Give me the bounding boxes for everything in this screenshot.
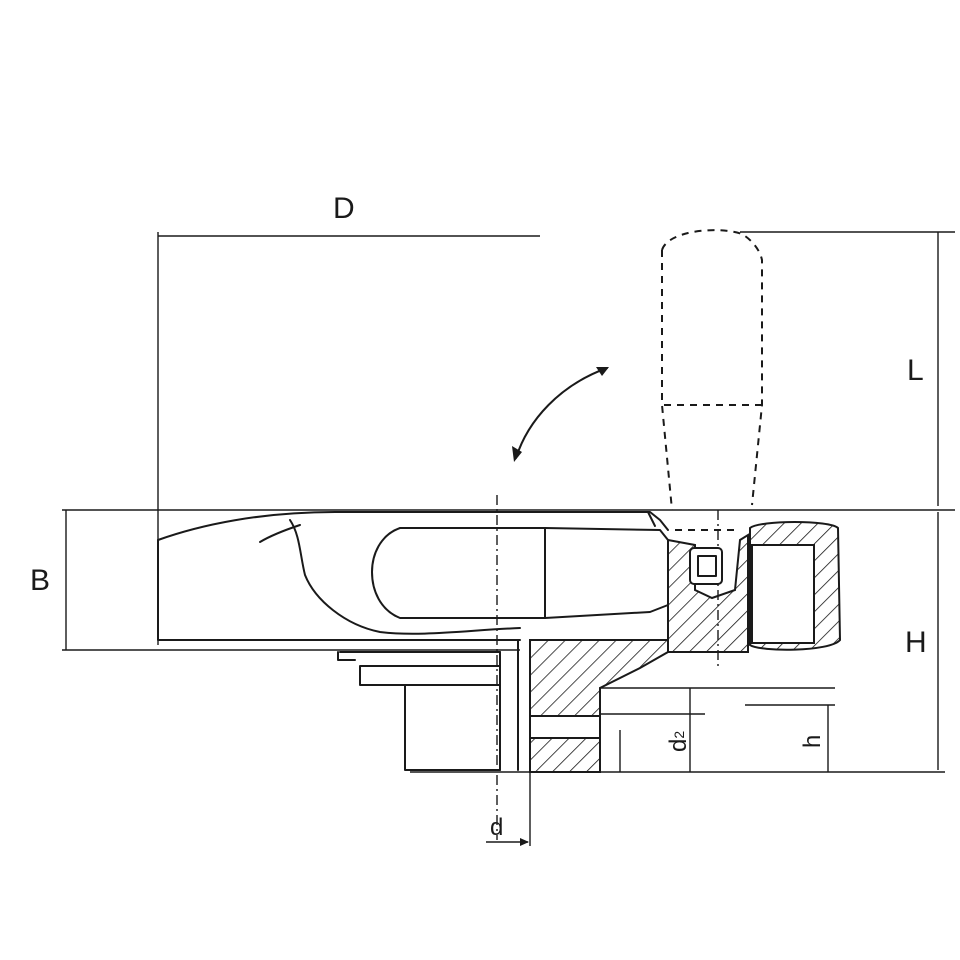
label-d2: d2 (665, 731, 692, 752)
rim-section (749, 521, 842, 651)
pivot-assembly (667, 533, 749, 653)
label-h: h (799, 735, 826, 748)
label-B: B (30, 564, 50, 597)
rotation-arrow (515, 367, 608, 459)
hub-body (337, 639, 531, 773)
label-L: L (907, 354, 924, 387)
upright-handle-dashed (661, 229, 763, 531)
wheel-body (157, 511, 669, 641)
label-D: D (333, 192, 355, 225)
hub-section (529, 639, 669, 773)
dimension-lines (62, 231, 955, 846)
label-H: H (905, 626, 927, 659)
label-d: d (490, 814, 503, 841)
